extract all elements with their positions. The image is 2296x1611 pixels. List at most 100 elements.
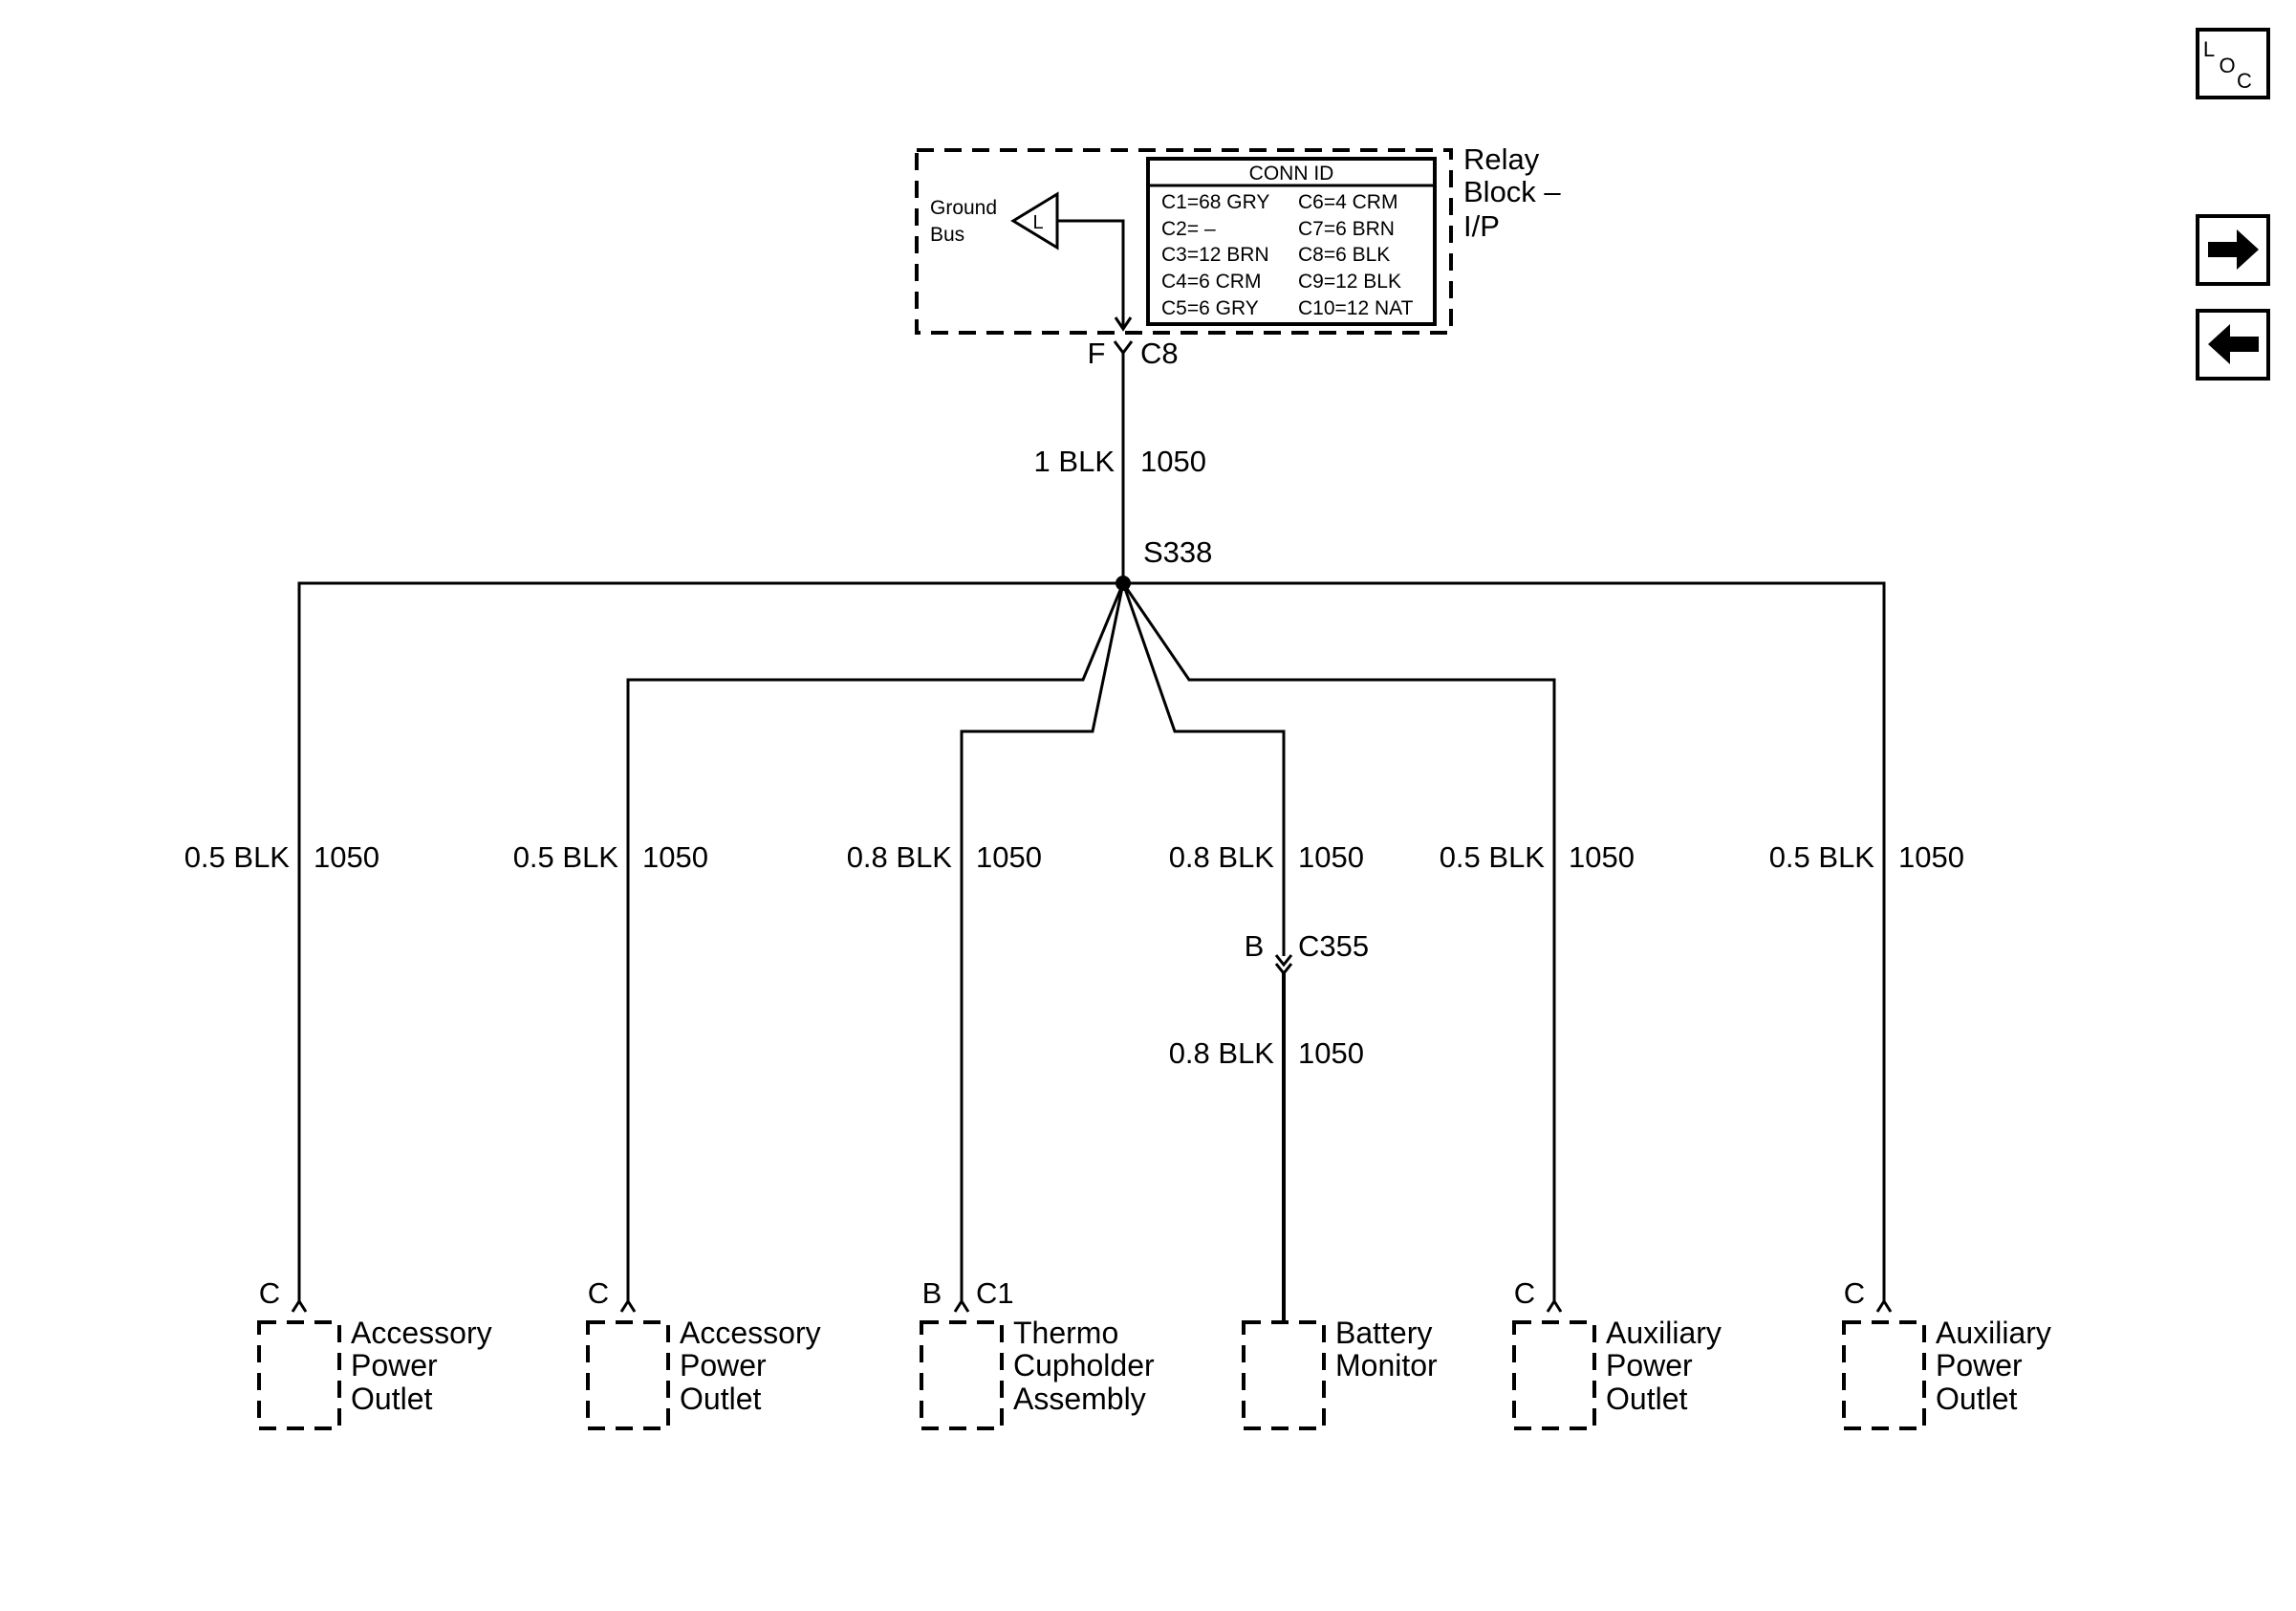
branch-wire [1121,582,1556,1301]
conn-id-table: CONN ID C1=68 GRY C2= – C3=12 BRN C4=6 C… [1146,157,1437,326]
connector-y-icon [1113,340,1134,356]
loc-icon: L O C [2203,37,2252,93]
component-outline [1512,1320,1596,1430]
branch-accessory-power-outlet-1: 0.5 BLK 1050 C Accessory Power Outlet [184,581,1123,1430]
main-wire-size-color: 1 BLK [1034,445,1116,478]
component-outline [1842,1320,1926,1430]
branch-wire-size-color: 0.8 BLK [847,840,953,874]
ground-bus-symbol-label: L [1032,212,1043,233]
conn-id-entry: C9=12 BLK [1298,271,1401,293]
conn-id-entry: C2= – [1161,218,1216,240]
relay-block-title-line-2: Block – [1463,175,1561,208]
branch-wire [626,582,1125,1301]
inline-connector-c355: B C355 [1245,929,1369,976]
connector-pin: C [259,1276,280,1310]
arrow-right-icon [2208,229,2259,270]
conn-id-entry: C7=6 BRN [1298,218,1395,240]
branch-wire-size-color: 0.5 BLK [184,840,291,874]
conn-id-entry: C1=68 GRY [1161,191,1269,213]
conn-id-header: CONN ID [1249,163,1334,185]
component-label-line-1: Auxiliary [1936,1316,2051,1350]
connector-c8-id: C8 [1140,337,1179,370]
branch-auxiliary-power-outlet-2: 0.5 BLK 1050 C Auxiliary Power Outlet [1123,581,2051,1430]
component-outline [1242,1320,1326,1430]
branch-wire-size-color: 0.8 BLK [1169,840,1275,874]
relay-block-outline [915,148,1453,335]
component-label-line-2: Cupholder [1013,1348,1155,1382]
previous-page-button[interactable] [2196,309,2270,381]
terminal-arrow-icon [1114,316,1133,332]
component-label-line-3: Outlet [351,1382,432,1416]
branch-wire-size-color: 0.5 BLK [1769,840,1875,874]
connector-c8-pin: F [1088,337,1106,370]
branch-wire-circuit: 1050 [642,840,708,874]
next-page-button[interactable] [2196,214,2270,286]
relay-block-title-line-3: I/P [1463,209,1500,243]
connector-c8: F C8 [1088,337,1179,370]
component-label-line-3: Assembly [1013,1382,1146,1416]
component-label-line-3: Outlet [1606,1382,1687,1416]
loc-letter-l: L [2203,37,2215,61]
relay-block-title-line-1: Relay [1463,142,1540,176]
branch-wire [960,582,1125,1301]
ground-bus-label-line-1: Ground [930,197,997,219]
conn-id-entry: C6=4 CRM [1298,191,1397,213]
branch-wire-size-color: 0.5 BLK [513,840,619,874]
branch-wire-size-color-after: 0.8 BLK [1169,1036,1275,1070]
connector-id: C1 [976,1276,1014,1310]
component-label-line-2: Power [680,1348,767,1382]
conn-id-entry: C8=6 BLK [1298,244,1390,266]
ground-bus-label-line-2: Bus [930,224,964,246]
connector-pin: C [588,1276,609,1310]
component-label-line-1: Accessory [351,1316,492,1350]
splice-dot [1116,576,1131,591]
component-label-line-1: Battery [1335,1316,1432,1350]
loc-button[interactable]: L O C [2196,28,2270,99]
branch-wire [1121,582,1286,956]
component-label-line-2: Power [1606,1348,1693,1382]
relay-block: Relay Block – I/P CONN ID C1=68 GRY C2= … [915,142,1561,335]
component-label-line-1: Accessory [680,1316,821,1350]
terminal-connector-icon [619,1298,637,1313]
branch-wire-circuit: 1050 [1898,840,1964,874]
branch-thermo-cupholder-assembly: 0.8 BLK 1050 B C1 Thermo Cupholder Assem… [847,582,1155,1430]
inline-connector-id: C355 [1298,929,1369,963]
branch-auxiliary-power-outlet-1: 0.5 BLK 1050 C Auxiliary Power Outlet [1121,582,1722,1430]
loc-letter-c: C [2237,69,2252,93]
conn-id-entry: C4=6 CRM [1161,271,1261,293]
branch-wire-size-color: 0.5 BLK [1440,840,1546,874]
conn-id-entry: C5=6 GRY [1161,297,1259,319]
main-wire-circuit: 1050 [1140,445,1206,478]
terminal-connector-icon [1875,1298,1893,1313]
arrow-left-icon [2208,324,2259,364]
terminal-connector-icon [291,1298,308,1313]
inline-connector-pin: B [1245,929,1265,963]
connector-pin: B [922,1276,942,1310]
branch-wire-circuit-after: 1050 [1298,1036,1364,1070]
branch-wire-circuit: 1050 [1569,840,1635,874]
branch-wire [297,581,1123,1301]
component-label-line-3: Outlet [680,1382,761,1416]
component-label-line-2: Power [1936,1348,2023,1382]
branch-battery-monitor: 0.8 BLK 1050 B C355 0.8 BLK 1050 Battery… [1121,582,1438,1430]
component-label-line-3: Outlet [1936,1382,2017,1416]
component-outline [920,1320,1004,1430]
branch-wire-circuit: 1050 [1298,840,1364,874]
component-label-line-2: Monitor [1335,1348,1438,1382]
conn-id-entry: C10=12 NAT [1298,297,1414,319]
conn-id-entry: C3=12 BRN [1161,244,1269,266]
loc-letter-o: O [2219,54,2235,77]
component-label-line-1: Thermo [1013,1316,1118,1350]
inline-connector-icon [1274,954,1293,968]
branch-wire-circuit: 1050 [976,840,1042,874]
branch-accessory-power-outlet-2: 0.5 BLK 1050 C Accessory Power Outlet [513,582,1125,1430]
branch-wire-circuit: 1050 [314,840,379,874]
connector-pin: C [1514,1276,1535,1310]
splice-label: S338 [1143,535,1212,569]
component-label-line-1: Auxiliary [1606,1316,1722,1350]
ground-bus-icon: L [1010,191,1059,250]
terminal-connector-icon [1546,1298,1563,1313]
terminal-connector-icon [953,1298,970,1313]
branch-wire [1123,581,1886,1301]
